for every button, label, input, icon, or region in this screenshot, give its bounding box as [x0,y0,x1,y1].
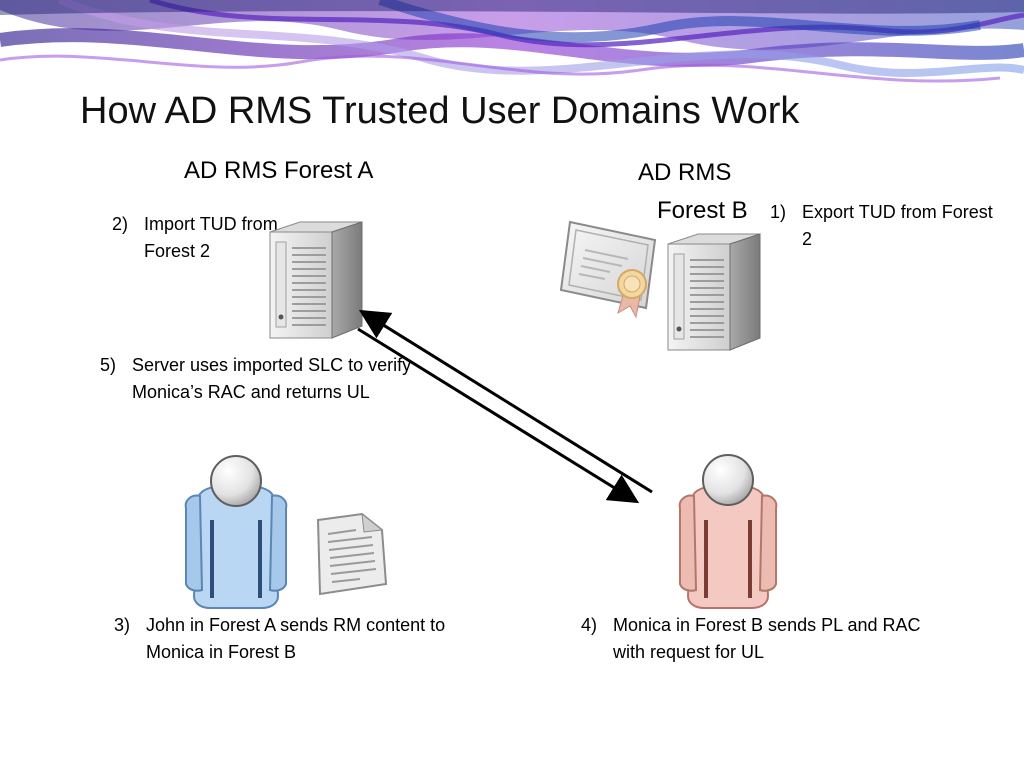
step-2-text: Import TUD from Forest 2 [144,214,278,261]
server-icon [269,221,363,339]
step-4-number: 4) [581,615,598,635]
arrow-to-server [358,309,653,494]
step-4-text: Monica in Forest B sends PL and RAC with… [613,615,921,662]
arrow-to-monica [357,327,640,504]
step-4: 4) Monica in Forest B sends PL and RAC w… [581,612,953,666]
user-icon [678,454,778,609]
step-3: 3) John in Forest A sends RM content to … [114,612,446,666]
decorative-banner [0,0,1024,83]
step-3-number: 3) [114,615,131,635]
certificate-icon [559,220,657,319]
step-1-text: Export TUD from Forest 2 [802,202,993,249]
step-1: 1) Export TUD from Forest 2 [770,199,1002,253]
slide-title: How AD RMS Trusted User Domains Work [80,90,800,132]
forest-b-label-line2: Forest B [657,197,748,224]
step-3-text: John in Forest A sends RM content to Mon… [146,615,446,662]
step-5-text: Server uses imported SLC to verify Monic… [132,355,412,402]
user-icon [184,455,288,609]
step-2-number: 2) [112,214,129,234]
document-icon [316,512,388,596]
forest-a-label: AD RMS Forest A [184,157,374,184]
step-2: 2) Import TUD from Forest 2 [112,211,304,265]
forest-b-label-line1: AD RMS [638,159,732,186]
step-1-number: 1) [770,202,787,222]
server-icon [667,233,761,351]
step-5-number: 5) [100,355,117,375]
step-5: 5) Server uses imported SLC to verify Mo… [100,352,432,406]
